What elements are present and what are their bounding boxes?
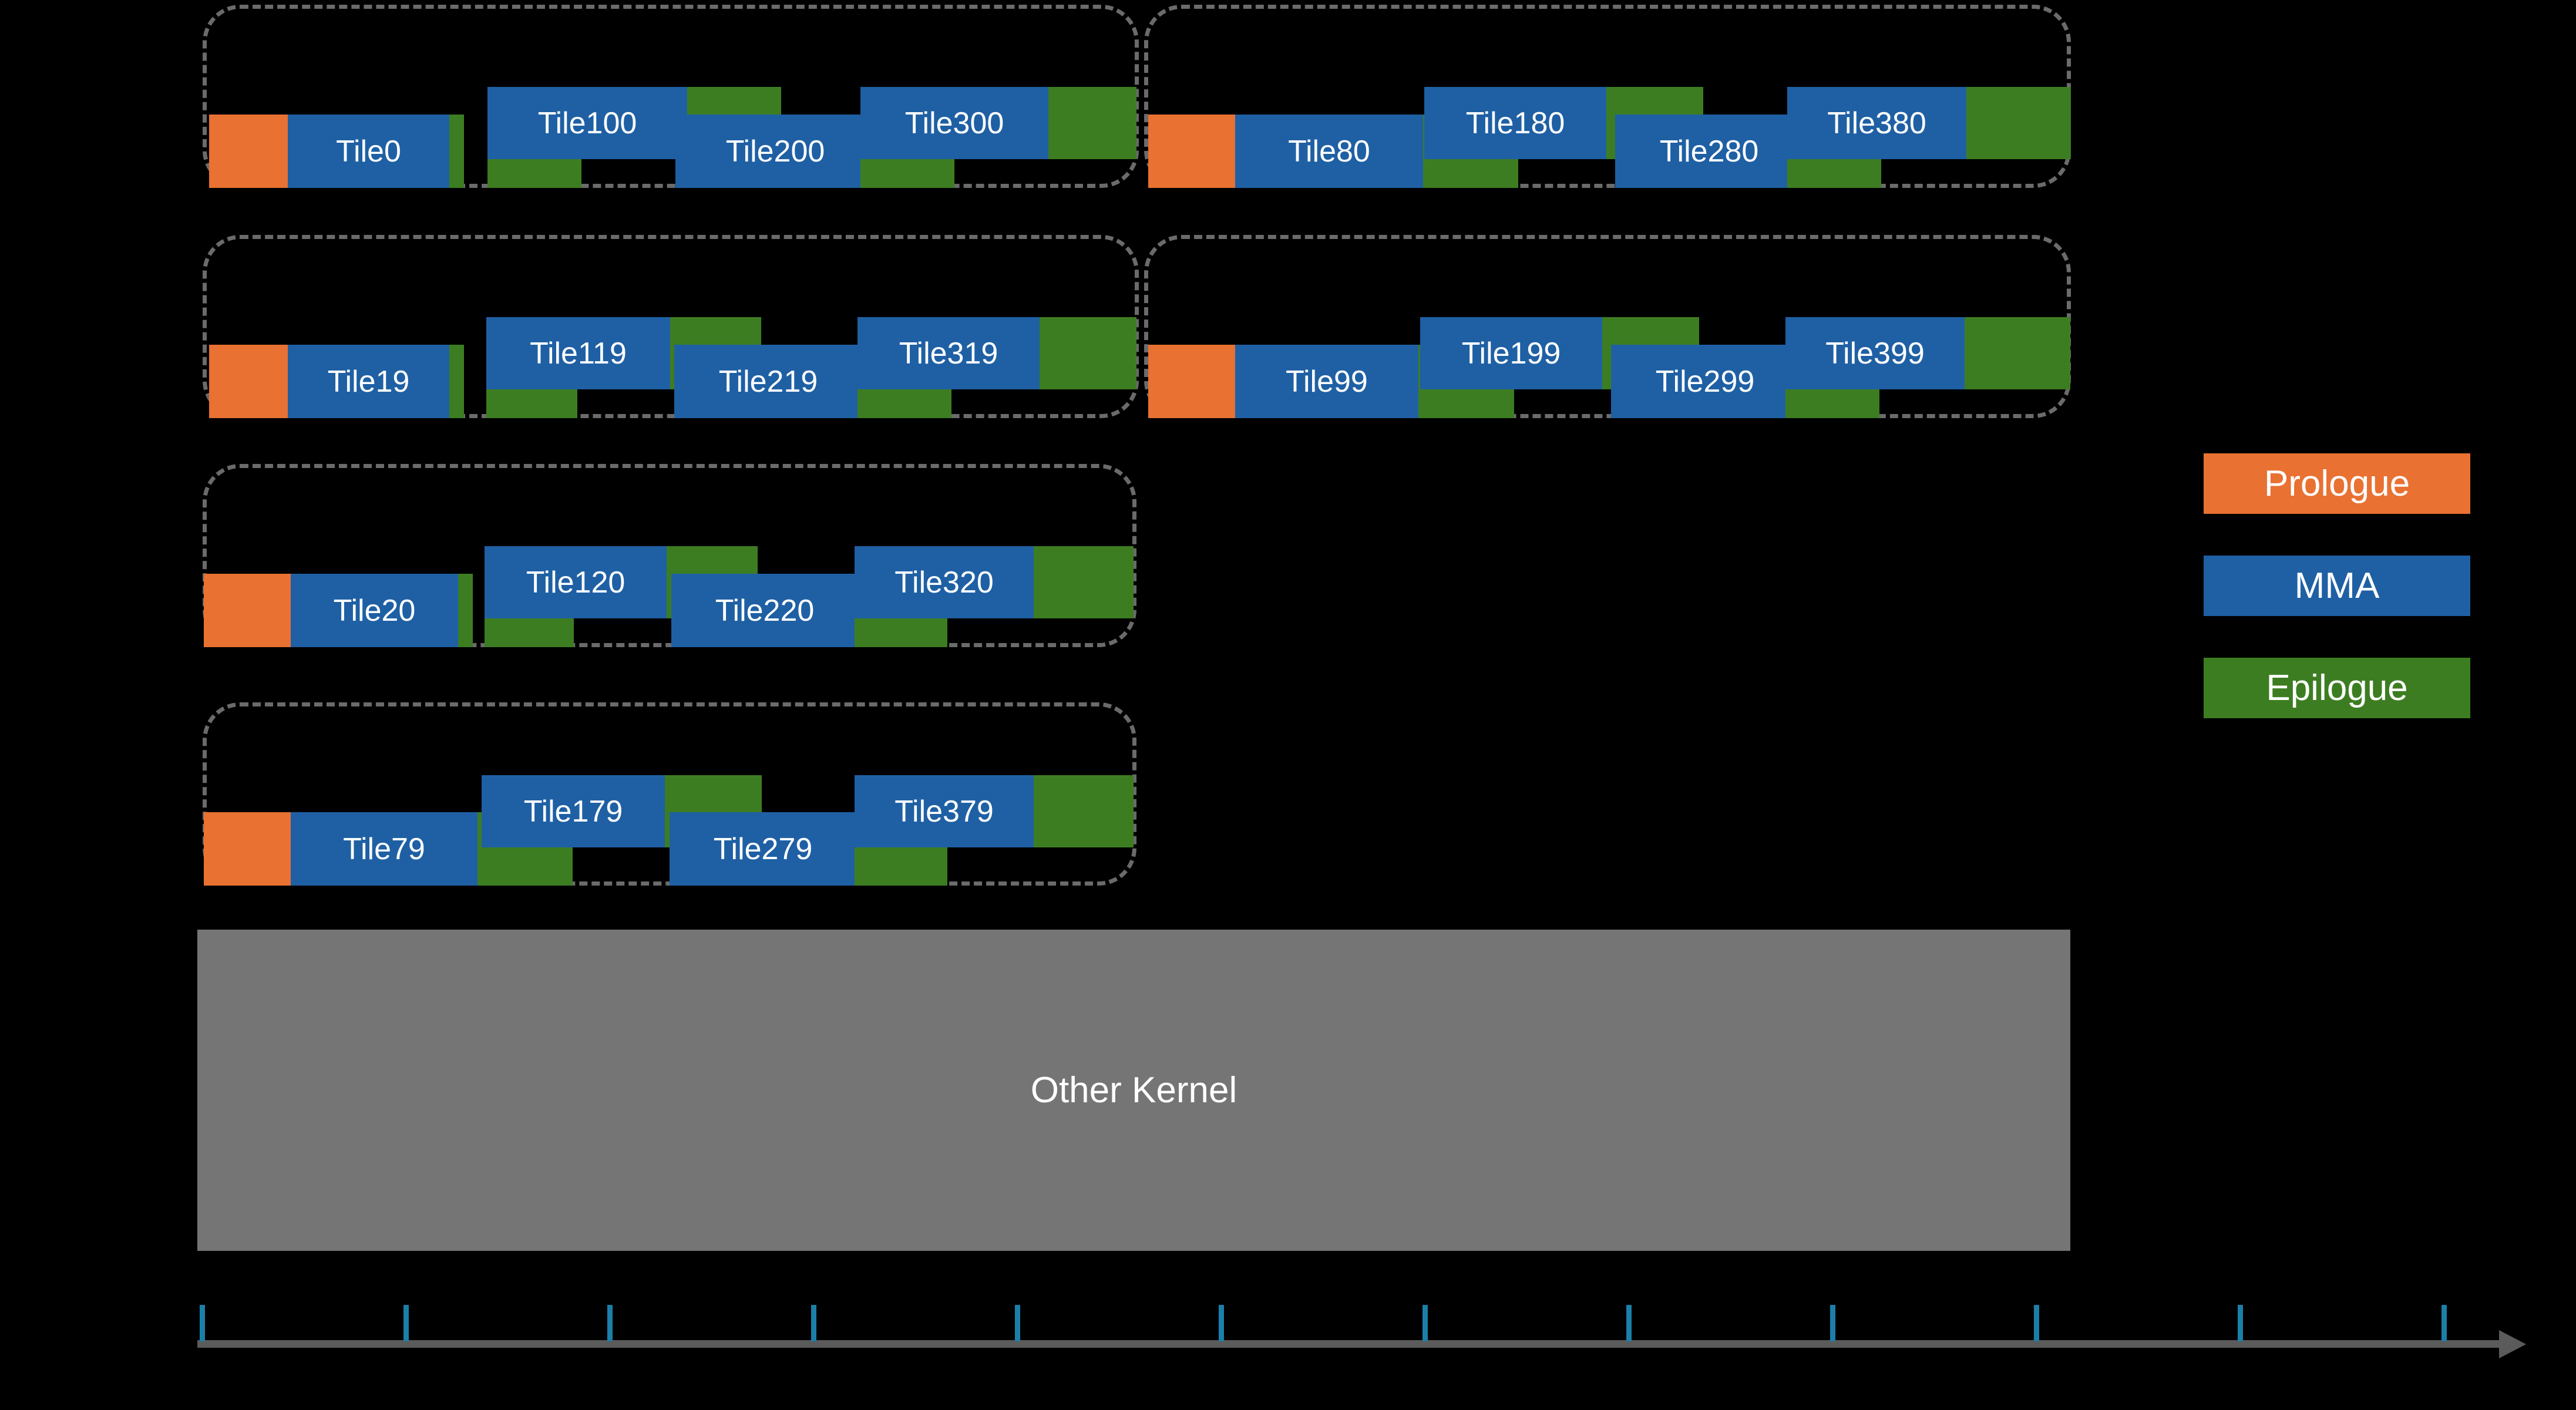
tile-label: Tile99 <box>1286 364 1368 399</box>
other-kernel-label: Other Kernel <box>1030 1070 1237 1110</box>
legend-label: Prologue <box>2264 463 2410 504</box>
tile-label: Tile79 <box>343 832 425 866</box>
axis-tick <box>1219 1305 1224 1341</box>
tile-block-tile320[interactable]: Tile320 <box>855 546 1034 618</box>
tile-label: Tile80 <box>1288 134 1370 169</box>
tile-block-tile20[interactable]: Tile20 <box>291 574 458 647</box>
epilogue-block[interactable] <box>1785 389 1879 418</box>
epilogue-block[interactable] <box>1787 159 1881 188</box>
tile-block-tile0[interactable]: Tile0 <box>288 115 449 188</box>
tile-label: Tile280 <box>1659 134 1759 169</box>
prologue-block[interactable] <box>209 115 288 188</box>
epilogue-block[interactable] <box>855 618 947 647</box>
tile-label: Tile219 <box>718 364 818 399</box>
axis-tick <box>200 1305 205 1341</box>
legend-item-mma[interactable]: MMA <box>2204 556 2470 616</box>
epilogue-block[interactable] <box>486 389 577 418</box>
epilogue-block[interactable] <box>1420 389 1514 418</box>
tile-label: Tile220 <box>715 593 815 628</box>
tile-label: Tile100 <box>537 106 637 140</box>
epilogue-block[interactable] <box>855 847 947 886</box>
epilogue-block[interactable] <box>487 159 581 188</box>
axis-tick <box>811 1305 816 1341</box>
epilogue-block[interactable] <box>458 574 473 647</box>
epilogue-block[interactable] <box>485 618 574 647</box>
axis-tick <box>2442 1305 2447 1341</box>
prologue-block[interactable] <box>1148 115 1235 188</box>
legend-label: Epilogue <box>2266 668 2408 708</box>
epilogue-block[interactable] <box>1048 87 1136 159</box>
tile-block-tile99[interactable]: Tile99 <box>1235 345 1418 418</box>
tile-block-tile80[interactable]: Tile80 <box>1235 115 1423 188</box>
legend-item-epilogue[interactable]: Epilogue <box>2204 658 2470 718</box>
tile-label: Tile300 <box>904 106 1004 140</box>
epilogue-block[interactable] <box>449 115 464 188</box>
tile-block-tile279[interactable]: Tile279 <box>670 812 856 886</box>
epilogue-block[interactable] <box>860 159 954 188</box>
epilogue-block[interactable] <box>1424 159 1518 188</box>
axis-tick <box>1422 1305 1428 1341</box>
epilogue-block[interactable] <box>449 345 464 418</box>
axis-line <box>197 1340 2506 1348</box>
tile-block-tile119[interactable]: Tile119 <box>486 317 670 389</box>
tile-block-tile180[interactable]: Tile180 <box>1424 87 1606 159</box>
epilogue-block[interactable] <box>1034 775 1134 847</box>
tile-block-tile280[interactable]: Tile280 <box>1615 115 1803 188</box>
axis-tick <box>1626 1305 1632 1341</box>
tile-label: Tile379 <box>894 794 994 829</box>
epilogue-block[interactable] <box>1034 546 1134 618</box>
tile-label: Tile119 <box>530 336 627 371</box>
tile-label: Tile0 <box>336 134 401 169</box>
tile-block-tile319[interactable]: Tile319 <box>857 317 1040 389</box>
tile-block-tile399[interactable]: Tile399 <box>1785 317 1965 389</box>
tile-label: Tile19 <box>327 364 410 399</box>
epilogue-block[interactable] <box>482 847 573 886</box>
tile-label: Tile20 <box>333 593 416 628</box>
tile-label: Tile200 <box>725 134 825 169</box>
axis-tick <box>1015 1305 1020 1341</box>
legend-label: MMA <box>2294 566 2380 606</box>
tile-block-tile220[interactable]: Tile220 <box>671 574 858 647</box>
tile-label: Tile380 <box>1827 106 1926 140</box>
axis-arrow-icon <box>2499 1330 2526 1358</box>
tile-block-tile79[interactable]: Tile79 <box>291 812 477 886</box>
tile-label: Tile180 <box>1465 106 1565 140</box>
prologue-block[interactable] <box>204 574 291 647</box>
tile-block-tile219[interactable]: Tile219 <box>674 345 862 418</box>
other-kernel-block[interactable]: Other Kernel <box>197 930 2070 1251</box>
epilogue-block[interactable] <box>857 389 951 418</box>
tile-label: Tile279 <box>713 832 813 866</box>
tile-label: Tile199 <box>1461 336 1561 371</box>
axis-tick <box>2238 1305 2243 1341</box>
axis-tick <box>2034 1305 2039 1341</box>
tile-label: Tile399 <box>1825 336 1925 371</box>
tile-block-tile380[interactable]: Tile380 <box>1787 87 1966 159</box>
tile-block-tile19[interactable]: Tile19 <box>288 345 449 418</box>
tile-block-tile100[interactable]: Tile100 <box>487 87 687 159</box>
tile-label: Tile319 <box>899 336 998 371</box>
legend-item-prologue[interactable]: Prologue <box>2204 453 2470 514</box>
axis-tick <box>403 1305 409 1341</box>
prologue-block[interactable] <box>204 812 291 886</box>
axis-tick <box>607 1305 613 1341</box>
tile-block-tile179[interactable]: Tile179 <box>482 775 665 847</box>
epilogue-block[interactable] <box>1040 317 1136 389</box>
tile-block-tile120[interactable]: Tile120 <box>485 546 667 618</box>
tile-label: Tile120 <box>526 565 625 600</box>
tile-label: Tile320 <box>894 565 994 600</box>
epilogue-block[interactable] <box>1965 317 2070 389</box>
epilogue-block[interactable] <box>1966 87 2071 159</box>
prologue-block[interactable] <box>1148 345 1235 418</box>
tile-block-tile199[interactable]: Tile199 <box>1420 317 1602 389</box>
axis-tick <box>1830 1305 1835 1341</box>
tile-label: Tile299 <box>1655 364 1755 399</box>
tile-block-tile379[interactable]: Tile379 <box>855 775 1034 847</box>
tile-block-tile299[interactable]: Tile299 <box>1611 345 1799 418</box>
tile-block-tile300[interactable]: Tile300 <box>860 87 1048 159</box>
prologue-block[interactable] <box>209 345 288 418</box>
tile-label: Tile179 <box>523 794 623 829</box>
tile-block-tile200[interactable]: Tile200 <box>675 115 875 188</box>
